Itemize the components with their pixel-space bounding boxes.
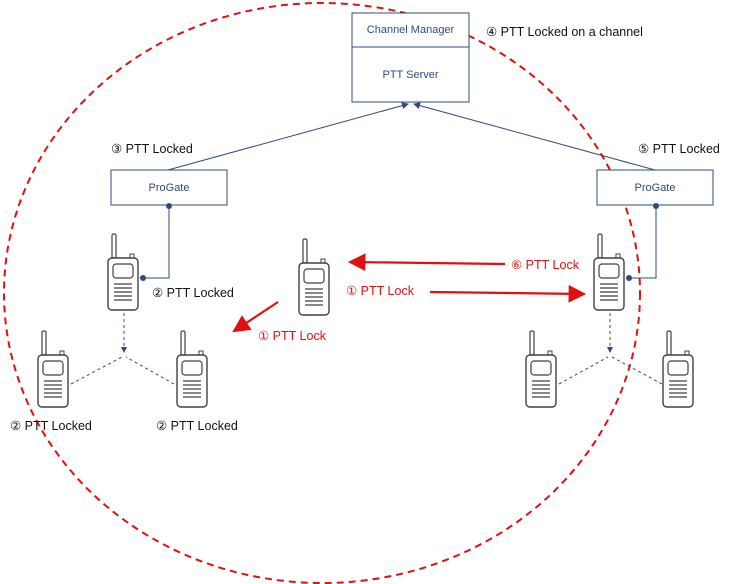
- radio-left-a-icon: [37, 330, 69, 408]
- radio-right-b-icon: [662, 330, 694, 408]
- coverage-area-dashed-circle: [3, 2, 641, 584]
- ptt-server-box: Channel Manager PTT Server: [351, 12, 470, 103]
- link-right-gateway-to-server: [413, 102, 656, 171]
- radio-left-b-icon: [176, 330, 208, 408]
- label-step2-radio-a: ② PTT Locked: [10, 419, 92, 433]
- label-step6: ⑥ PTT Lock: [511, 258, 580, 272]
- radio-right-a-icon: [525, 330, 557, 408]
- progate-left-label: ProGate: [149, 182, 190, 194]
- progate-left-box: ProGate: [110, 169, 228, 206]
- link-left-gateway-to-server: [167, 102, 409, 171]
- label-step2-gateway-radio: ② PTT Locked: [152, 286, 234, 300]
- cable-right-gateway-to-radio: [629, 205, 657, 279]
- progate-right-label: ProGate: [635, 182, 676, 194]
- cable-left-gateway-to-radio: [143, 205, 170, 279]
- channel-manager-label: Channel Manager: [367, 24, 455, 36]
- arrow-ptt-lock-center-to-right: [429, 285, 587, 303]
- arrow-ptt-lock-right-to-center: [347, 253, 506, 271]
- radio-right-gateway-icon: [593, 233, 625, 311]
- label-step4: ④ PTT Locked on a channel: [486, 25, 643, 39]
- label-step2-radio-b: ② PTT Locked: [156, 419, 238, 433]
- label-step1-right: ① PTT Lock: [346, 284, 415, 298]
- radio-left-gateway-icon: [107, 233, 139, 311]
- arrow-ptt-lock-center-to-left: [232, 301, 279, 333]
- ptt-server-label: PTT Server: [382, 69, 438, 81]
- progate-right-box: ProGate: [596, 169, 714, 206]
- label-step1-left: ① PTT Lock: [258, 329, 327, 343]
- label-step3: ③ PTT Locked: [111, 142, 193, 156]
- label-step5: ⑤ PTT Locked: [638, 142, 720, 156]
- radio-center-icon: [298, 238, 330, 316]
